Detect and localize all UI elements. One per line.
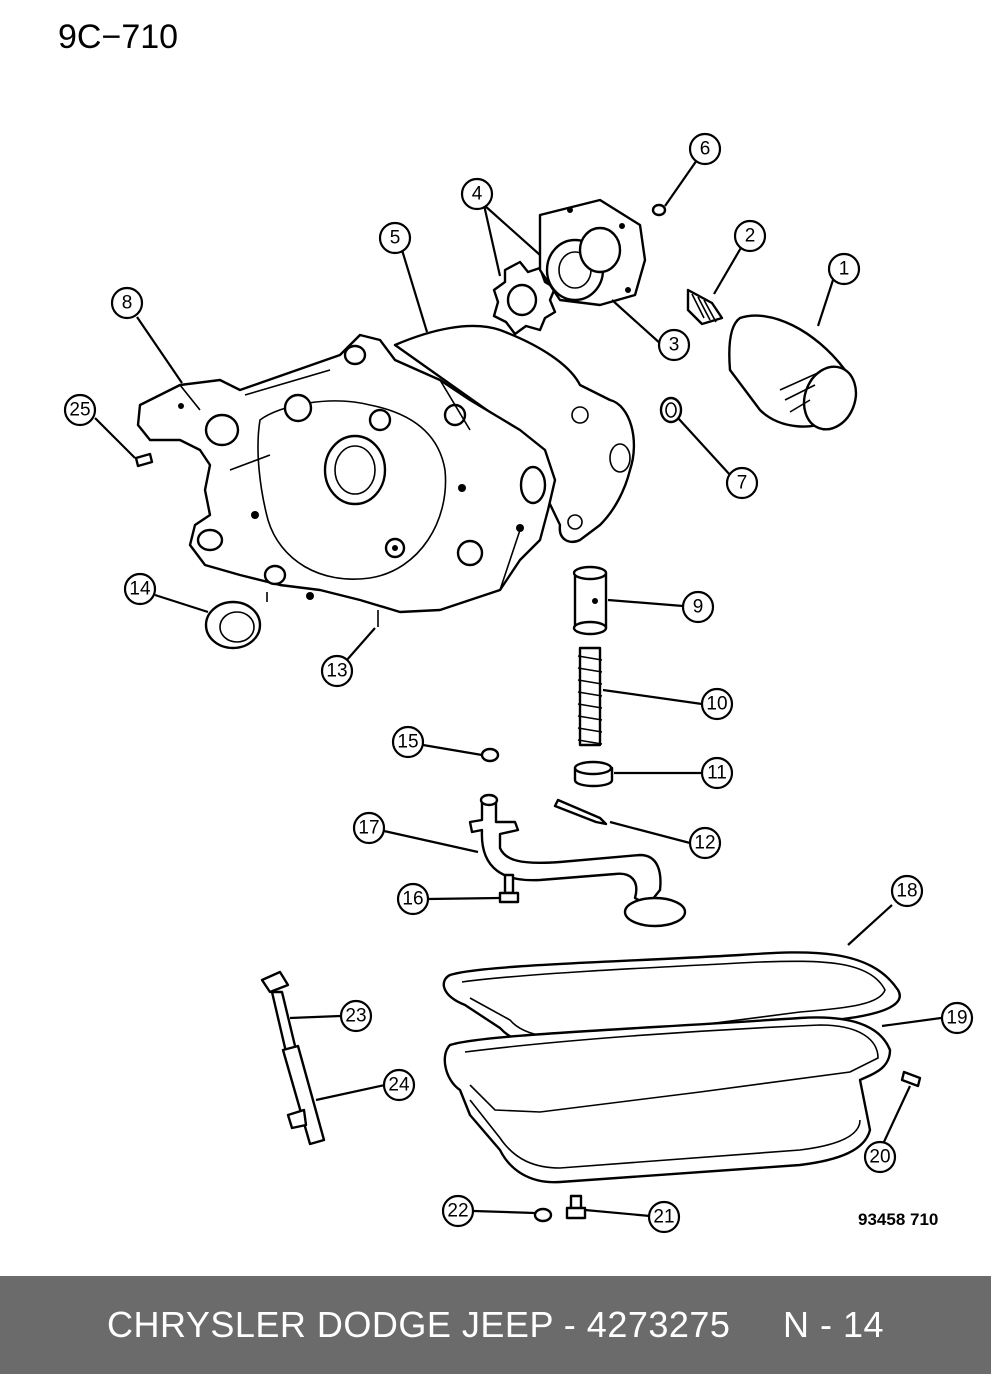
callout-9-label: 9 (693, 597, 704, 618)
callout-5-label: 5 (390, 228, 401, 249)
part-bolt-25 (134, 452, 154, 468)
callout-22: 22 (441, 1194, 475, 1228)
part-relief-cap (573, 760, 614, 788)
callout-15-label: 15 (397, 732, 418, 753)
callout-17: 17 (352, 811, 386, 845)
part-oil-pump-rotors (492, 198, 647, 336)
part-bolt-20 (900, 1070, 922, 1088)
callout-4: 4 (460, 177, 494, 211)
callout-1: 1 (827, 252, 861, 286)
diagram-code: 9C−710 (58, 18, 179, 56)
callout-3-label: 3 (669, 335, 680, 356)
callout-13-label: 13 (326, 661, 347, 682)
callout-7-label: 7 (737, 473, 748, 494)
callout-12: 12 (688, 826, 722, 860)
part-pin (553, 798, 608, 826)
callout-20: 20 (863, 1140, 897, 1174)
part-dipstick-tube (281, 1044, 326, 1146)
callout-2: 2 (733, 219, 767, 253)
callout-7: 7 (725, 466, 759, 500)
callout-23-label: 23 (345, 1006, 366, 1027)
part-bolt-16 (498, 873, 520, 904)
callout-10: 10 (700, 687, 734, 721)
leader-lines (94, 159, 942, 1218)
callout-17-label: 17 (358, 818, 379, 839)
part-gasket-22 (533, 1207, 553, 1223)
exploded-parts-diagram: 1 2 3 4 5 6 7 8 (63, 132, 974, 1234)
part-plug-21 (565, 1194, 587, 1220)
callout-16-label: 16 (402, 889, 423, 910)
callout-10-label: 10 (706, 694, 727, 715)
callout-3: 3 (657, 328, 691, 362)
callout-11: 11 (700, 756, 734, 790)
callout-23: 23 (339, 999, 373, 1033)
part-filter-adapter (686, 288, 724, 326)
callout-25: 25 (63, 393, 97, 427)
callout-15: 15 (391, 725, 425, 759)
callout-4-label: 4 (472, 184, 483, 205)
part-oil-pump-gasket (393, 324, 636, 544)
callout-18: 18 (890, 874, 924, 908)
callout-19-label: 19 (946, 1008, 967, 1029)
callout-14: 14 (123, 572, 157, 606)
part-oil-filter (728, 314, 858, 431)
part-front-cover (136, 333, 557, 627)
callout-22-label: 22 (447, 1201, 468, 1222)
callout-8-label: 8 (122, 293, 133, 314)
callout-9: 9 (681, 590, 715, 624)
callout-19: 19 (940, 1001, 974, 1035)
callout-6: 6 (688, 132, 722, 166)
callout-24: 24 (382, 1068, 416, 1102)
part-washer-15 (480, 747, 500, 763)
callout-24-label: 24 (388, 1075, 410, 1096)
callout-2-label: 2 (745, 226, 756, 247)
callout-11-label: 11 (707, 763, 727, 784)
callout-20-label: 20 (869, 1147, 890, 1168)
part-oil-pan (443, 1016, 892, 1184)
callout-14-label: 14 (129, 579, 151, 600)
callout-25-label: 25 (69, 400, 90, 421)
callout-1-label: 1 (839, 259, 850, 280)
callout-16: 16 (396, 882, 430, 916)
callout-5: 5 (378, 221, 412, 255)
footer-bar (0, 1276, 991, 1374)
part-dipstick (260, 970, 298, 1054)
illustration-reference-number: 93458 710 (858, 1210, 939, 1229)
part-o-ring (659, 396, 683, 424)
callout-21: 21 (647, 1200, 681, 1234)
callout-12-label: 12 (694, 833, 715, 854)
part-relief-spring (577, 646, 603, 747)
callout-6-label: 6 (700, 139, 711, 160)
callout-13: 13 (320, 654, 354, 688)
part-oil-pickup-tube (468, 793, 687, 928)
part-screw (651, 203, 667, 217)
part-front-seal (204, 600, 262, 650)
callout-8: 8 (110, 286, 144, 320)
callout-21-label: 21 (653, 1207, 674, 1228)
footer-part-label: CHRYSLER DODGE JEEP - 4273275 N - 14 (107, 1304, 884, 1345)
part-relief-valve (572, 565, 608, 636)
callout-18-label: 18 (896, 881, 917, 902)
